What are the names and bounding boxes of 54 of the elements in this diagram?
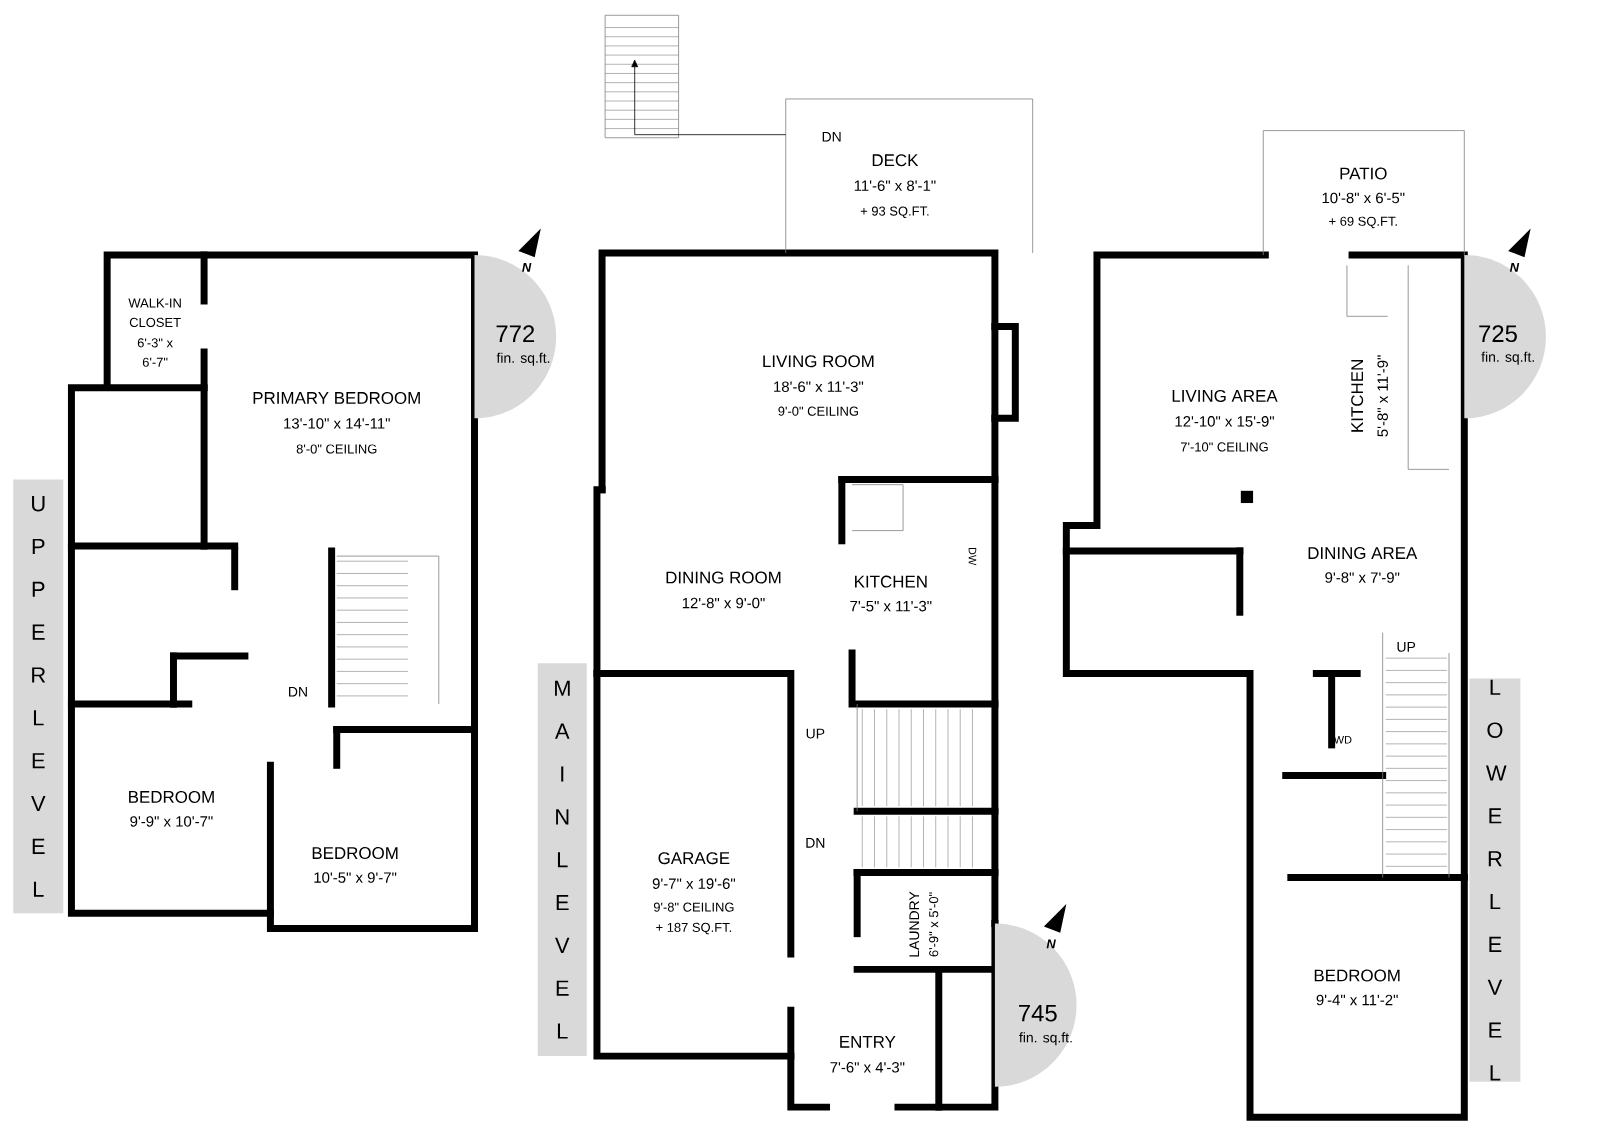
room-label: LAUNDRY [909, 891, 920, 957]
room-label: KITCHEN [1351, 360, 1364, 432]
dimension-label: 13'-10" x 14'-11" [284, 418, 390, 429]
room-label: BEDROOM [129, 791, 214, 804]
area-badge: N 725 fin. sq.ft. [1464, 228, 1546, 419]
room-label: CLOSET [129, 318, 181, 328]
room-label: ENTRY [840, 1036, 896, 1048]
room-label: DECK [872, 154, 919, 167]
room-label: PATIO [1340, 167, 1387, 180]
ceiling-label: 7'-10" CEILING [1180, 442, 1268, 452]
dimension-label: 6'-3" x [137, 338, 173, 348]
dimension-label: 9'-7" x 19'-6" [652, 878, 736, 890]
dimension-label: 10'-5" x 9'-7" [314, 872, 397, 883]
dimension-label: 12'-10" x 15'-9" [1175, 416, 1274, 427]
ceiling-label: 9'-0" CEILING [778, 406, 858, 416]
stair-label: DN [822, 132, 841, 142]
dimension-label: 9'-4" x 11'-2" [1316, 994, 1398, 1006]
stair-label: DN [806, 838, 825, 848]
dimension-label: 10'-8" x 6'-5" [1322, 192, 1405, 204]
area-badge: N 772 fin. sq.ft. [474, 228, 557, 419]
dimension-label: 6'-7" [142, 357, 168, 367]
room-label: LIVING AREA [1172, 390, 1278, 403]
room-label: GARAGE [658, 852, 730, 865]
dimension-label: 12'-8" x 9'-0" [682, 597, 765, 609]
dimension-label: 7'-5" x 11'-3" [850, 601, 932, 612]
room-label: PRIMARY BEDROOM [253, 392, 420, 405]
ceiling-label: 8'-0" CEILING [296, 444, 377, 454]
dimension-label: 18'-6" x 11'-3" [774, 381, 864, 393]
area-label: + 93 SQ.FT. [860, 206, 929, 219]
room-label: BEDROOM [312, 847, 398, 860]
level-band: MAIN LEVEL [537, 663, 587, 1057]
area-label: + 69 SQ.FT. [1329, 216, 1397, 229]
dimension-label: 7'-6" x 4'-3" [830, 1062, 905, 1073]
dimension-label: 5'-8" x 11'-9" [1377, 355, 1388, 437]
room-label: DINING AREA [1308, 547, 1418, 560]
dimension-label: 9'-9" x 10'-7" [130, 816, 213, 827]
appliance-label: DW [968, 548, 977, 566]
dimension-label: 6'-9" x 5'-0" [929, 892, 939, 957]
stair-label: UP [1397, 642, 1416, 652]
appliance-label: WD [1333, 736, 1352, 744]
level-band: LOWER LEVEL [1469, 678, 1521, 1082]
room-label: KITCHEN [855, 575, 927, 588]
area-badge: N 745 fin. sq.ft. [994, 904, 1077, 1087]
dimension-label: 9'-8" x 7'-9" [1325, 572, 1400, 583]
room-label: WALK-IN [128, 298, 181, 308]
area-label: + 187 SQ.FT. [656, 923, 732, 935]
room-label: LIVING ROOM [763, 355, 874, 368]
room-label: BEDROOM [1314, 969, 1400, 982]
room-label: DINING ROOM [666, 571, 781, 584]
stair-label: UP [806, 729, 825, 739]
ceiling-label: 9'-8" CEILING [653, 902, 734, 912]
level-band: UPPER LEVEL [13, 479, 64, 914]
dimension-label: 11'-6" x 8'-1" [854, 180, 936, 192]
stair-label: DN [289, 687, 307, 697]
